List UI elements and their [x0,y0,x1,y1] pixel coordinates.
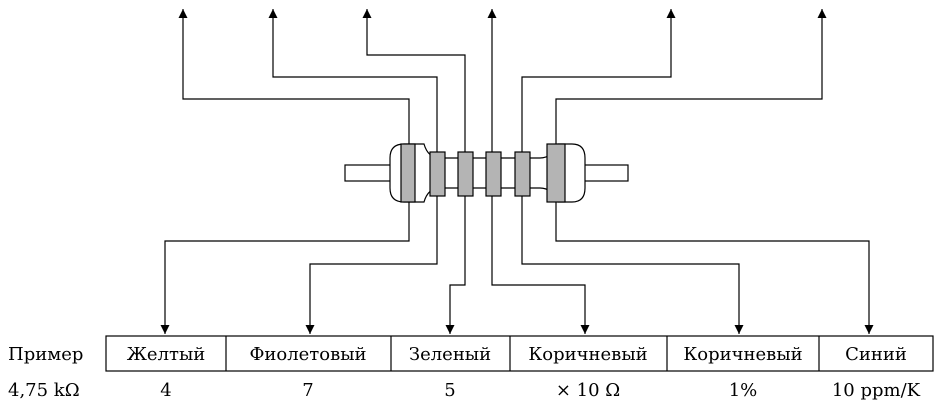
top-connectors [178,9,827,152]
col-name-3: Зеленый [409,344,491,365]
table-border [105,335,934,372]
band-4 [485,151,502,197]
col-name-4: Коричневый [528,344,647,365]
band-2 [429,151,446,197]
table-text: Пример 4,75 kΩ Желтый Фиолетовый Зеленый… [8,344,921,401]
bottom-arrow-6 [555,202,874,334]
bottom-connectors [160,196,874,334]
row-label-value: 4,75 kΩ [8,380,80,401]
band-3 [457,151,474,197]
col-value-4: × 10 Ω [556,380,620,401]
color-table [105,335,934,372]
col-value-5: 1% [729,380,758,401]
col-value-2: 7 [302,380,313,401]
bottom-arrow-3 [445,196,466,334]
left-lead [344,164,398,182]
col-value-3: 5 [444,380,455,401]
bottom-arrow-1 [160,202,410,334]
col-value-1: 4 [160,380,171,401]
top-arrow-2 [268,9,438,152]
col-name-1: Желтый [127,344,206,365]
band-5 [514,151,531,197]
top-arrow-5 [521,9,676,152]
resistor [344,143,629,203]
col-value-6: 10 ppm/K [832,380,921,401]
band-6 [546,143,566,203]
row-label-header: Пример [8,344,83,365]
bottom-arrow-4 [491,196,590,334]
bottom-arrow-5 [521,196,744,334]
top-arrow-3 [362,9,466,152]
top-arrow-6 [555,9,827,144]
col-name-2: Фиолетовый [249,344,366,365]
col-name-5: Коричневый [683,344,802,365]
band-1 [400,143,416,203]
top-arrow-1 [178,9,410,144]
col-name-6: Синий [845,344,907,365]
bottom-arrow-2 [305,196,438,334]
